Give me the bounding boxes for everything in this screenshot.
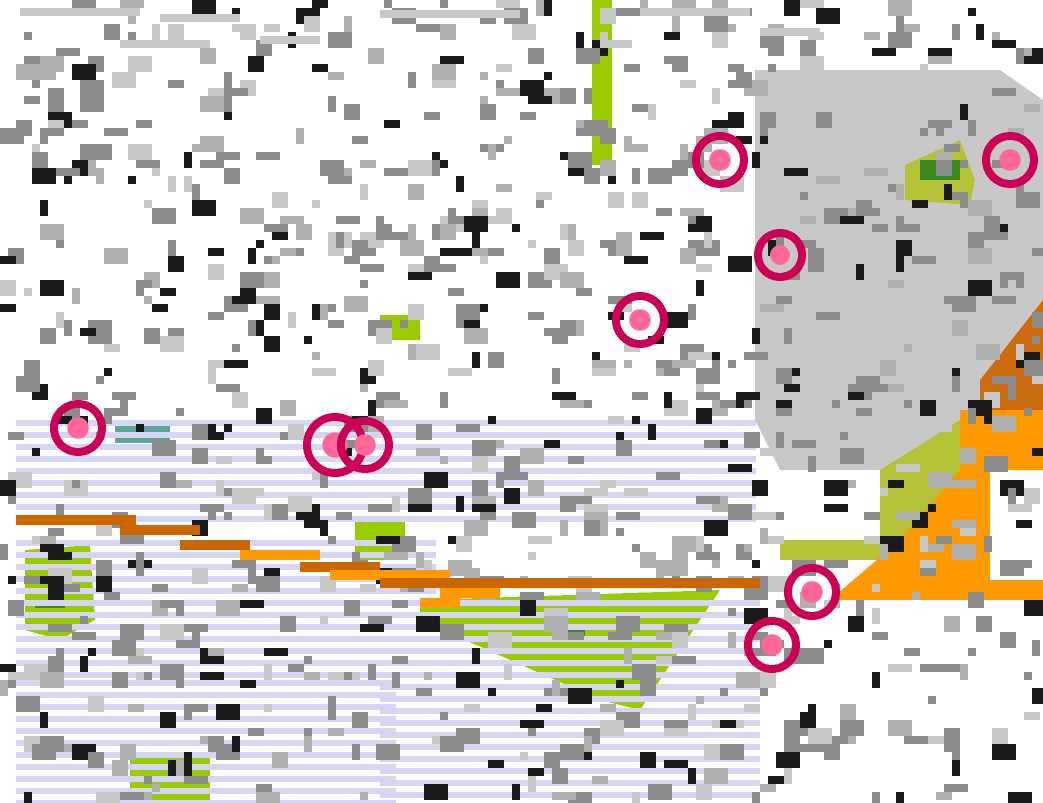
white-block-right <box>755 590 1043 803</box>
marker-ring-9[interactable] <box>744 617 800 673</box>
marker-ring-3[interactable] <box>754 229 806 281</box>
marker-ring-1[interactable] <box>692 132 748 188</box>
marker-ring-7[interactable] <box>337 417 393 473</box>
roads-layer <box>16 515 760 608</box>
orange-road-diagonal <box>16 515 760 608</box>
marker-ring-2[interactable] <box>982 132 1038 188</box>
marker-ring-8[interactable] <box>784 564 840 620</box>
marker-ring-4[interactable] <box>612 292 668 348</box>
marker-ring-5[interactable] <box>50 400 106 456</box>
olive-strip <box>780 540 900 560</box>
markers-layer <box>50 132 1038 673</box>
